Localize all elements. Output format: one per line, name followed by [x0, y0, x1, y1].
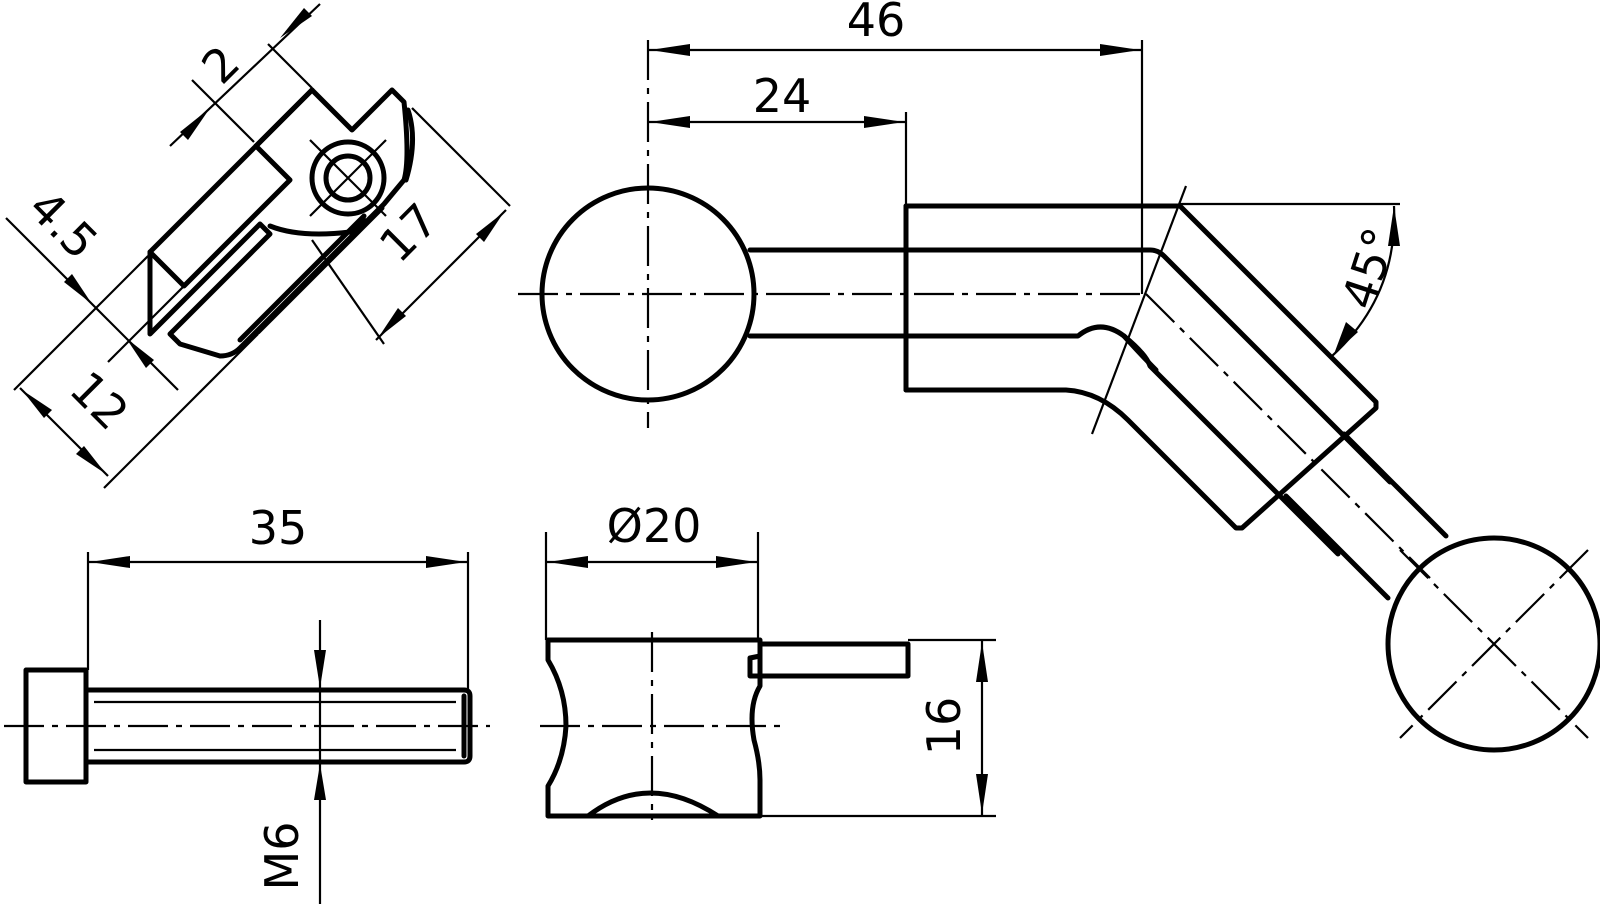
dim-24-label: 24 [753, 69, 812, 123]
dim-46-label: 46 [847, 0, 906, 47]
h16-arrow-top [976, 642, 988, 682]
iso-hole-outer [309, 139, 387, 217]
right-ring-center-b [1399, 549, 1589, 739]
dim-m6-label: M6 [255, 822, 309, 891]
elbow-connector-view: 46 24 45° [518, 0, 1600, 753]
angle-arrow-bottom [1334, 322, 1358, 354]
rod-top-edge [747, 247, 1393, 485]
clamp-bore [585, 790, 721, 819]
angle-reference-line [1090, 185, 1188, 435]
dim12-arrow-a [22, 390, 52, 418]
dim17-arrow-b [476, 212, 504, 242]
clamp-tab [747, 641, 911, 679]
dim-2-label: 2 [191, 35, 250, 94]
iso-rib-1 [255, 205, 385, 335]
clamp-side-view: Ø20 16 [540, 499, 996, 820]
dim2-arrow-a [180, 108, 210, 140]
dim35-arrow-right [426, 556, 466, 568]
dim-35-label: 35 [249, 501, 308, 555]
rod-bore-curve [1121, 333, 1159, 373]
m6-arrow-bottom [314, 764, 326, 800]
iso-fold [403, 107, 416, 183]
dim12-ext-b [103, 333, 259, 489]
angle-45-label: 45° [1331, 221, 1408, 315]
dim46-arrow-left [650, 44, 690, 56]
dim-4-5-label: 4.5 [18, 180, 108, 270]
dim2-ext-a [191, 79, 255, 143]
sleeve-outline [903, 203, 1379, 531]
dim45-arrow-b [126, 338, 154, 368]
isometric-clamp-view: 2 4.5 12 17 [5, 3, 511, 489]
dim35-arrow-left [90, 556, 130, 568]
dim45-ext [13, 255, 149, 391]
screw-view: 35 M6 [4, 501, 490, 904]
dim17-ext-a [411, 107, 511, 207]
rod-lower-top [1341, 431, 1449, 539]
dim12-arrow-b [76, 446, 106, 474]
dim-16-label: 16 [917, 697, 971, 756]
main-axis-diag [1145, 293, 1431, 579]
iso-rib-2 [237, 213, 367, 343]
right-ring [1385, 535, 1600, 753]
dim46-arrow-right [1100, 44, 1140, 56]
dim-12-label: 12 [60, 361, 140, 441]
angle-arrow-top [1388, 206, 1400, 246]
m6-arrow-top [314, 650, 326, 688]
dim17-ext-b [311, 239, 385, 345]
h16-arrow-bottom [976, 774, 988, 814]
dia-arrow-right [716, 556, 756, 568]
iso-hole-center-b [309, 139, 387, 217]
dim17-arrow-a [378, 308, 406, 338]
dim12-ext-a [107, 285, 185, 363]
iso-inner-edge [253, 87, 315, 149]
rod-lower-bottom [1283, 493, 1391, 601]
dim45-arrow-a [64, 274, 92, 304]
dim24-arrow-left [650, 116, 690, 128]
iso-hole-inner [323, 153, 373, 203]
clamp-outline [545, 637, 763, 819]
dim2-ext-b [267, 43, 313, 89]
dia-arrow-left [548, 556, 588, 568]
dim-dia20-label: Ø20 [607, 499, 702, 553]
dim2-arrow-b [280, 8, 312, 38]
dim24-arrow-right [864, 116, 904, 128]
iso-slot [147, 143, 293, 289]
